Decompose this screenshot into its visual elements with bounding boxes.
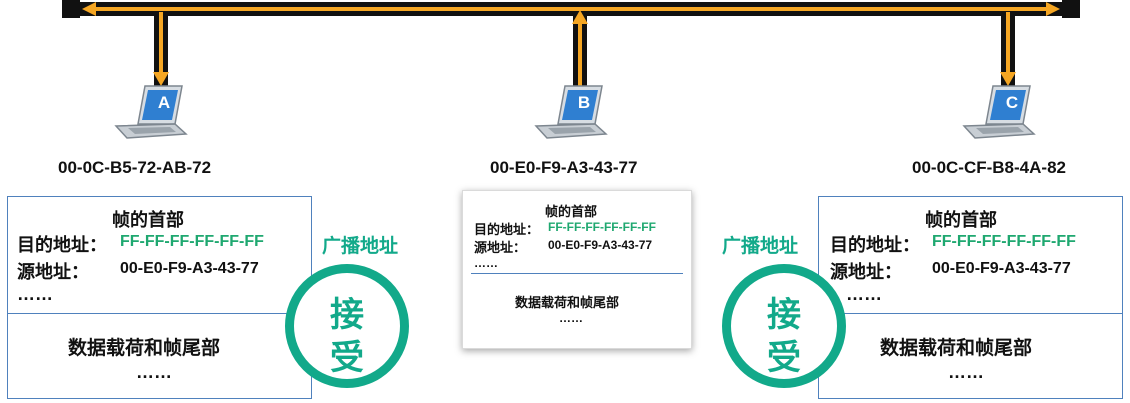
src-address-value: 00-E0-F9-A3-43-77 xyxy=(548,238,653,252)
laptop-c-icon xyxy=(960,82,1040,142)
drop-arrow-c xyxy=(1000,72,1016,86)
payload-title: 数据载荷和帧尾部 xyxy=(68,338,221,359)
broadcast-address-label: 广播地址 xyxy=(722,236,799,257)
frame-box-b xyxy=(462,190,692,349)
drop-arrow-b xyxy=(572,10,588,24)
mac-address-b: 00-E0-F9-A3-43-77 xyxy=(490,158,638,177)
payload-ellipsis: …… xyxy=(948,362,984,382)
accept-stamp-c: 接 受 xyxy=(722,264,846,388)
src-address-value: 00-E0-F9-A3-43-77 xyxy=(120,260,259,277)
drop-arrow-a xyxy=(153,72,169,86)
src-address-value: 00-E0-F9-A3-43-77 xyxy=(932,260,1071,277)
payload-ellipsis: …… xyxy=(136,362,172,382)
frame-header-title: 帧的首部 xyxy=(545,204,598,219)
accept-char-1: 接 xyxy=(330,296,364,334)
payload-ellipsis: …… xyxy=(559,311,583,325)
laptop-b-letter: B xyxy=(577,93,591,112)
header-ellipsis: …… xyxy=(474,256,498,270)
src-address-label: 源地址： xyxy=(830,262,902,282)
dest-address-value: FF-FF-FF-FF-FF-FF xyxy=(548,220,656,234)
laptop-a-letter: A xyxy=(157,93,171,112)
mac-address-a: 00-0C-B5-72-AB-72 xyxy=(58,158,212,177)
frame-divider xyxy=(471,273,683,274)
broadcast-arrow xyxy=(82,2,1060,16)
src-address-label: 源地址： xyxy=(474,240,527,255)
frame-header-title: 帧的首部 xyxy=(925,210,997,230)
frame-divider xyxy=(8,313,311,314)
header-ellipsis: …… xyxy=(846,284,882,304)
accept-char-2: 受 xyxy=(767,339,801,377)
payload-title: 数据载荷和帧尾部 xyxy=(880,338,1033,359)
frame-box-c xyxy=(818,196,1123,399)
laptop-c-letter: C xyxy=(1005,93,1019,112)
frame-box-a xyxy=(7,196,312,399)
broadcast-address-label: 广播地址 xyxy=(322,236,399,257)
accept-char-1: 接 xyxy=(767,296,801,334)
dest-address-value: FF-FF-FF-FF-FF-FF xyxy=(120,233,264,250)
accept-stamp-a: 接 受 xyxy=(285,264,409,388)
dest-address-label: 目的地址： xyxy=(17,235,107,255)
accept-char-2: 受 xyxy=(330,339,364,377)
frame-divider xyxy=(819,313,1122,314)
frame-header-title: 帧的首部 xyxy=(112,210,184,230)
dest-address-value: FF-FF-FF-FF-FF-FF xyxy=(932,233,1076,250)
header-ellipsis: …… xyxy=(17,284,53,304)
src-address-label: 源地址： xyxy=(17,262,89,282)
dest-address-label: 目的地址： xyxy=(830,235,920,255)
dest-address-label: 目的地址： xyxy=(474,222,540,237)
mac-address-c: 00-0C-CF-B8-4A-82 xyxy=(912,158,1066,177)
laptop-a-icon xyxy=(112,82,192,142)
laptop-b-icon xyxy=(532,82,612,142)
payload-title: 数据载荷和帧尾部 xyxy=(515,295,620,310)
